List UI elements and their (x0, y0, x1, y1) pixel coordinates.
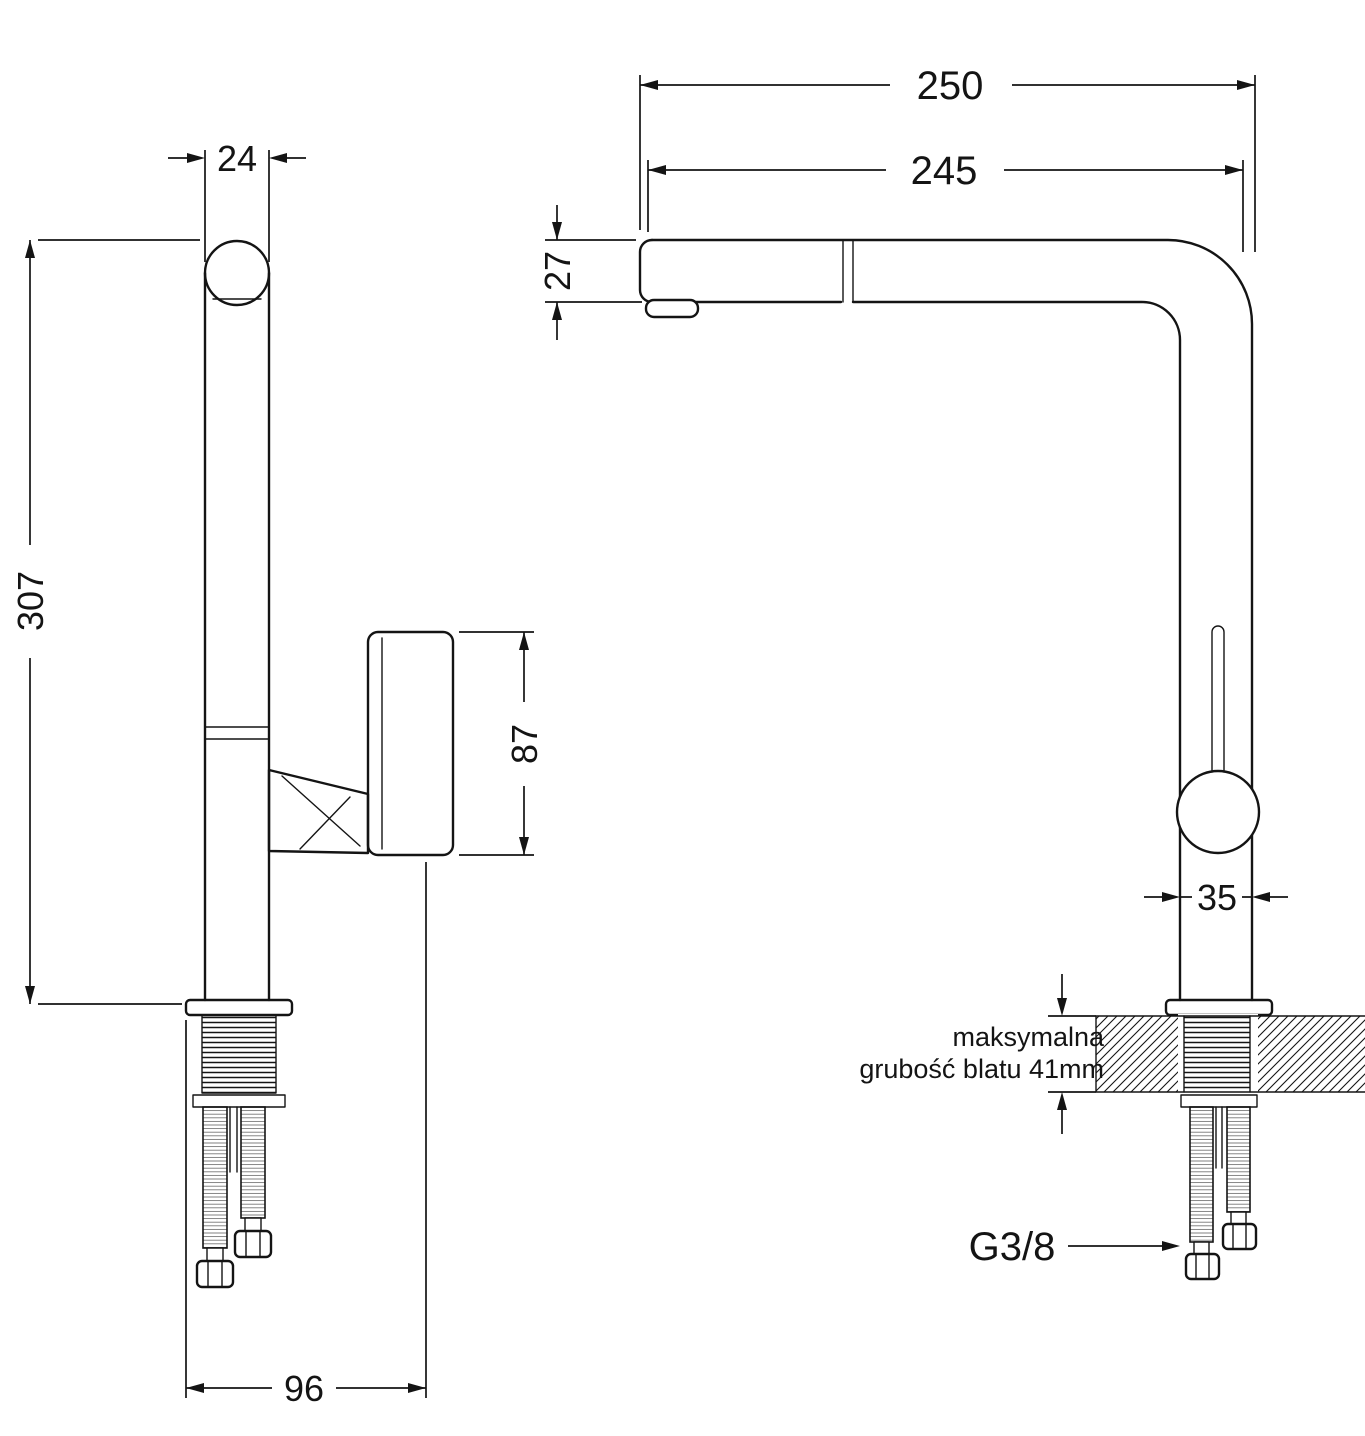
mounting-bracket-front (1180, 1094, 1258, 1108)
aerator (644, 298, 700, 319)
dim-spout-width: 24 (168, 138, 306, 262)
dim-base-depth: 96 (185, 862, 427, 1409)
counter-note-line2: grubość blatu 41mm (859, 1054, 1104, 1084)
handle-knob (1175, 769, 1261, 855)
hose-left (202, 1106, 228, 1249)
spout-arm-outer (650, 238, 1254, 1002)
dim-spout-height: 27 (537, 205, 642, 340)
pullout-seam (842, 239, 854, 303)
spout-head (203, 239, 271, 307)
base-flange-front (1164, 998, 1274, 1017)
riser-joint (204, 726, 270, 740)
handle (267, 630, 455, 857)
mounting-stud (229, 1106, 238, 1173)
hose-right-nut-front (1221, 1222, 1258, 1251)
dim-total-height: 307 (10, 239, 200, 1005)
dim-base-depth-value: 96 (284, 1368, 324, 1409)
dim-total-height-value: 307 (10, 571, 51, 631)
handle-connector (267, 768, 370, 855)
dim-spout-height-value: 27 (537, 251, 578, 291)
handle-lever (1211, 625, 1225, 773)
mounting-thread-front (1184, 1016, 1250, 1092)
hose-right-front (1226, 1106, 1251, 1213)
supply-hoses-front (1180, 1094, 1258, 1281)
spout-arm-inner (851, 300, 1182, 1002)
dim-handle-length-value: 87 (504, 724, 545, 764)
side-view-dimensions: 24 307 87 96 (10, 138, 545, 1409)
thread-size-callout: G3/8 (969, 1225, 1180, 1269)
front-view-dimensions: 250 245 27 35 maksymalna grubość blatu 4… (537, 64, 1288, 1269)
dim-spout-width-value: 24 (217, 138, 257, 179)
mounting-stud-front (1215, 1106, 1223, 1169)
dim-spout-reach-value: 245 (911, 149, 978, 193)
front-view (638, 238, 1365, 1281)
hose-right-nut (233, 1229, 273, 1259)
hose-right (240, 1106, 266, 1219)
hose-left-front (1189, 1106, 1214, 1243)
mounting-thread (201, 1014, 277, 1094)
dim-spout-reach: 245 (647, 149, 1244, 252)
dim-overall-reach-value: 250 (917, 64, 984, 108)
thread-size-label: G3/8 (969, 1225, 1056, 1269)
side-view (184, 239, 455, 1289)
dim-body-width: 35 (1144, 877, 1288, 918)
hose-left-nut (195, 1259, 235, 1289)
dim-body-width-value: 35 (1197, 877, 1237, 918)
dim-handle-length: 87 (459, 631, 545, 856)
hose-left-nut-front (1184, 1252, 1221, 1281)
riser-pipe (203, 271, 271, 1002)
supply-hoses (192, 1094, 286, 1289)
dim-overall-reach: 250 (639, 64, 1256, 252)
mounting-bracket (192, 1094, 286, 1108)
spout-tip (638, 238, 654, 304)
countertop (1095, 1014, 1365, 1094)
base-flange (184, 998, 294, 1017)
counter-note-line1: maksymalna (952, 1022, 1105, 1052)
counter-thickness-note: maksymalna grubość blatu 41mm (859, 974, 1105, 1134)
